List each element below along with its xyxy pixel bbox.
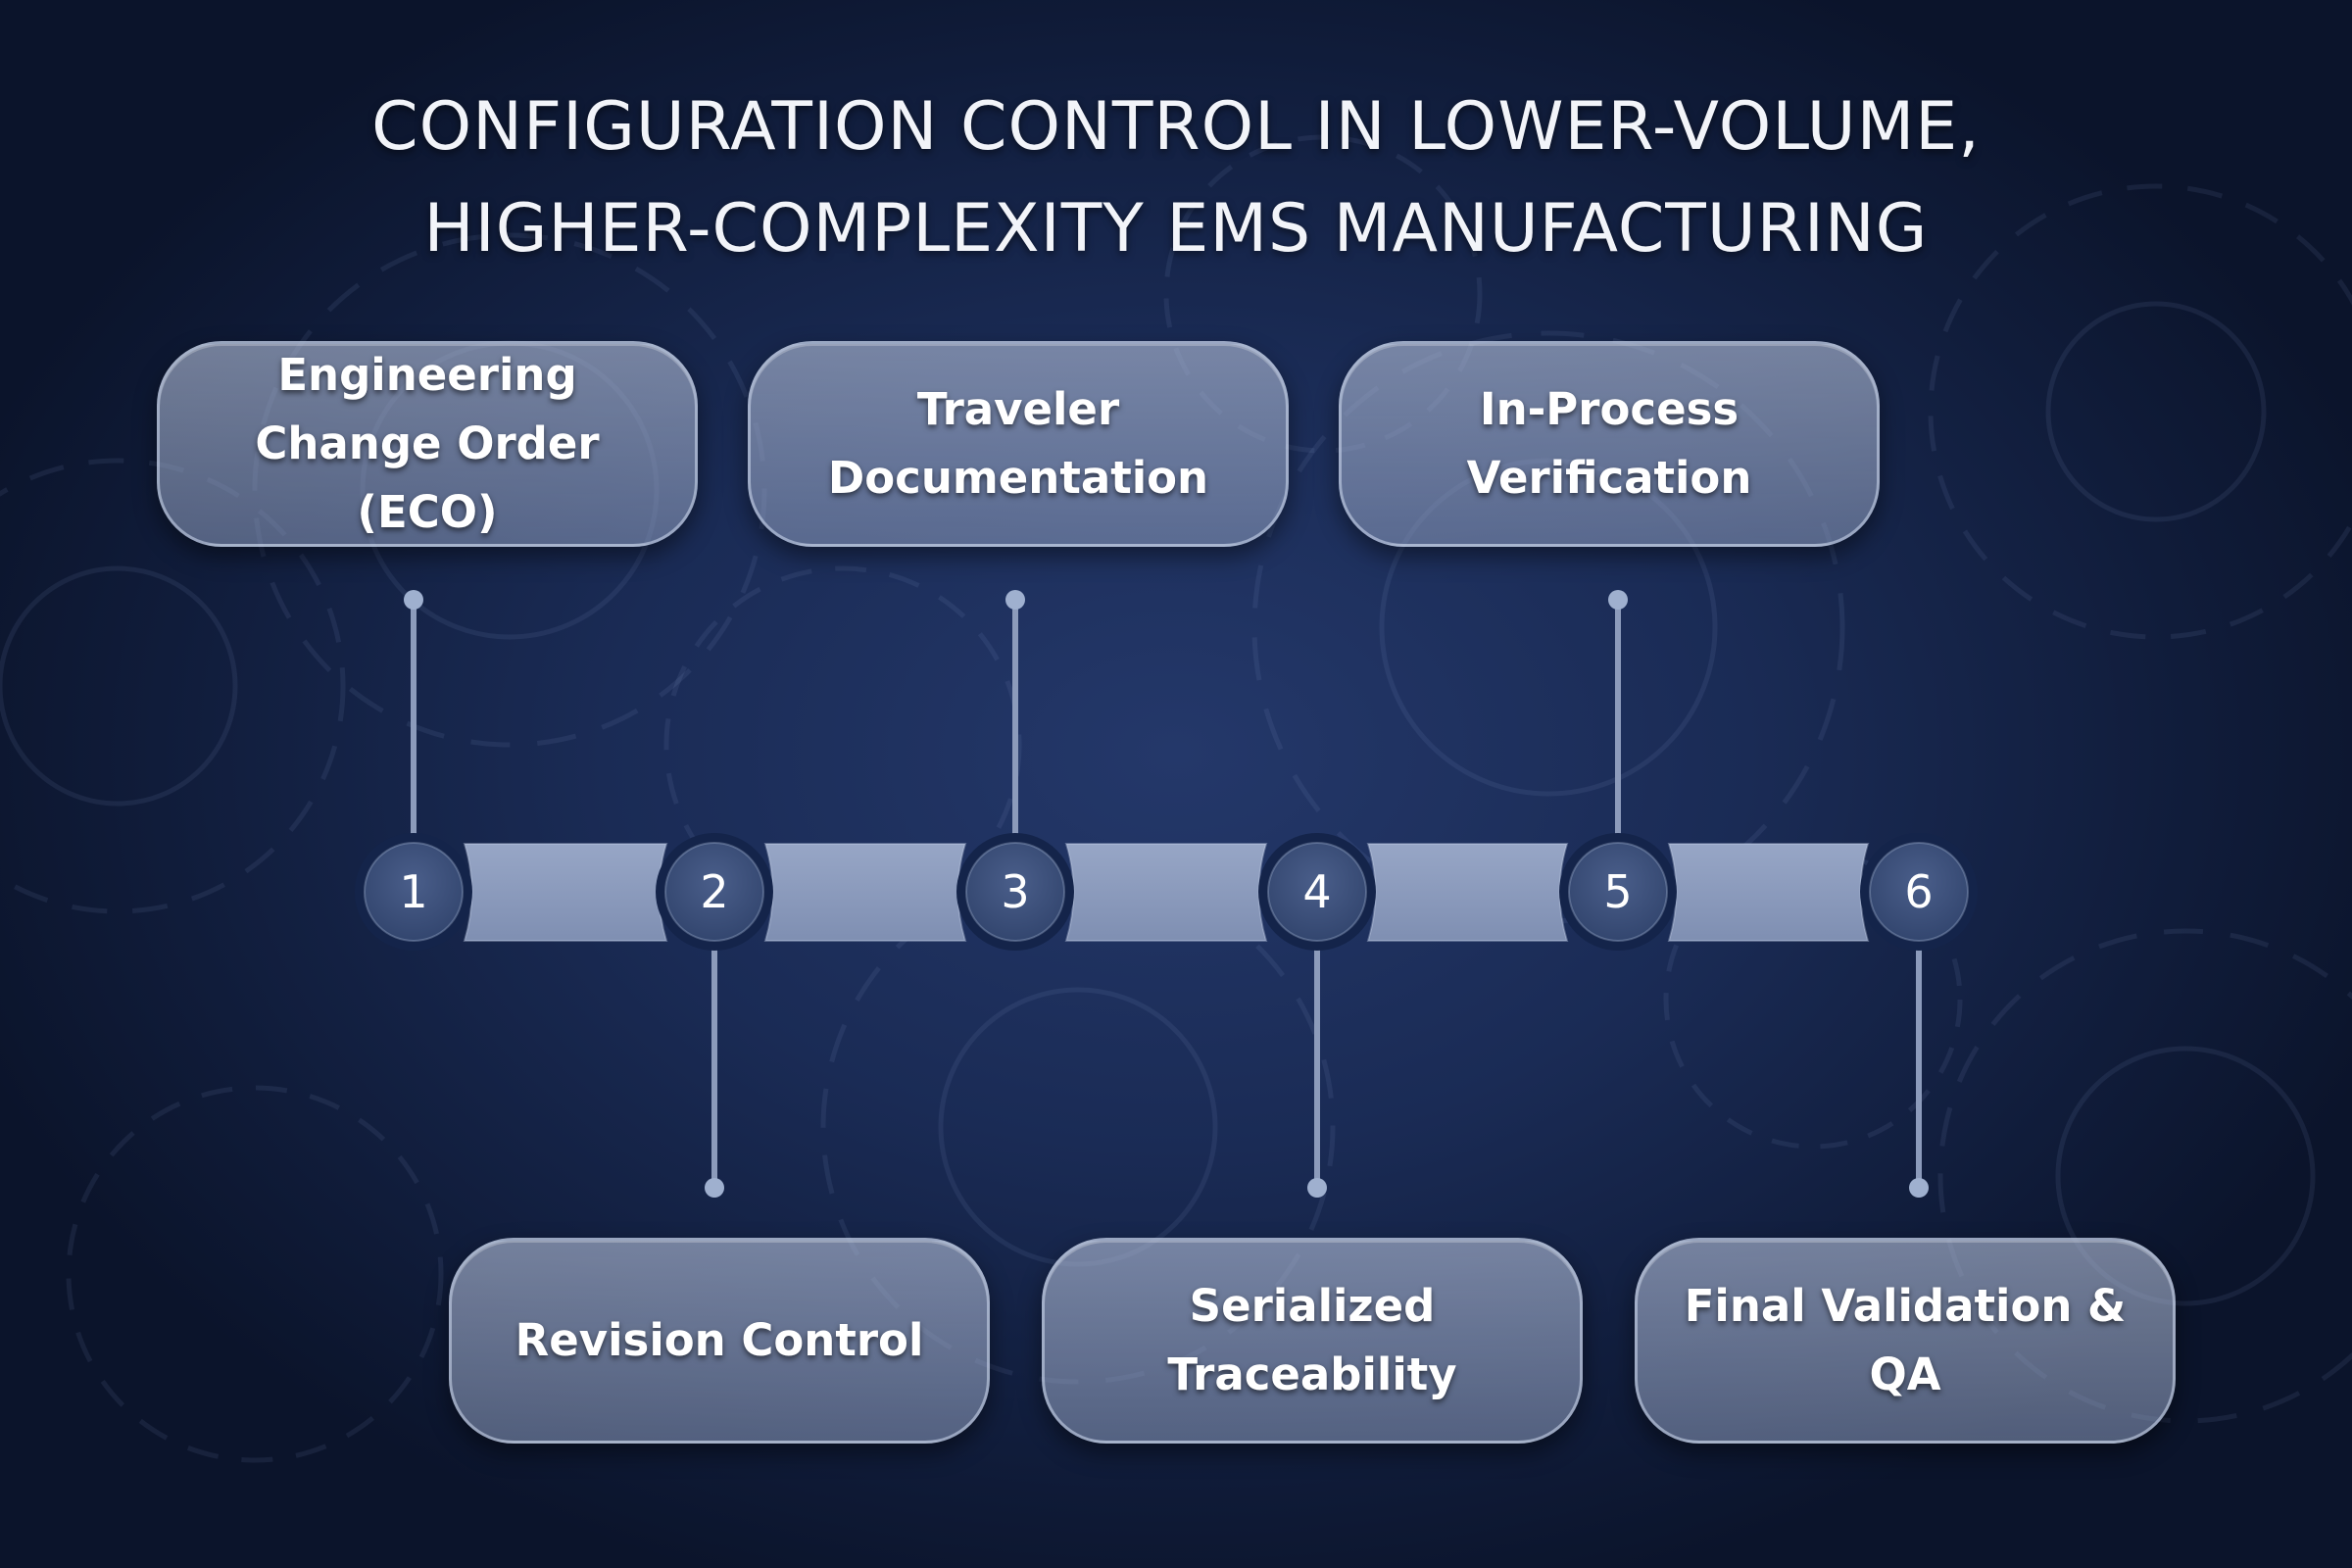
step-label-6: Final Validation & QA bbox=[1684, 1280, 2127, 1400]
step-box-revision-control: Revision Control bbox=[449, 1238, 990, 1444]
step-node-3: 3 bbox=[956, 833, 1074, 951]
connector-dot-4 bbox=[1307, 1178, 1327, 1198]
step-node-4: 4 bbox=[1258, 833, 1376, 951]
timeline-segment-5-6 bbox=[1667, 843, 1870, 942]
connector-dot-2 bbox=[705, 1178, 724, 1198]
connector-dot-6 bbox=[1909, 1178, 1929, 1198]
timeline-segment-2-3 bbox=[763, 843, 967, 942]
step-box-engineering-change-order: Engineering Change Order (ECO) bbox=[157, 341, 698, 547]
step-box-final-validation-qa: Final Validation & QA bbox=[1635, 1238, 2176, 1444]
step-number-6: 6 bbox=[1904, 865, 1933, 918]
step-node-2: 2 bbox=[656, 833, 773, 951]
connector-dot-3 bbox=[1005, 590, 1025, 610]
timeline-segment-1-2 bbox=[463, 843, 668, 942]
step-number-5: 5 bbox=[1603, 865, 1632, 918]
step-label-3: Traveler Documentation bbox=[827, 383, 1209, 504]
timeline-segment-3-4 bbox=[1064, 843, 1268, 942]
step-box-traveler-documentation: Traveler Documentation bbox=[748, 341, 1289, 547]
step-label-1: Engineering Change Order (ECO) bbox=[255, 349, 600, 538]
step-number-3: 3 bbox=[1001, 865, 1029, 918]
connector-dot-1 bbox=[404, 590, 423, 610]
connector-dot-5 bbox=[1608, 590, 1628, 610]
step-box-serialized-traceability: Serialized Traceability bbox=[1042, 1238, 1583, 1444]
step-label-2: Revision Control bbox=[514, 1314, 924, 1366]
title-line-2: HIGHER-COMPLEXITY EMS MANUFACTURING bbox=[423, 190, 1929, 268]
step-number-2: 2 bbox=[700, 865, 728, 918]
step-number-4: 4 bbox=[1302, 865, 1331, 918]
step-node-1: 1 bbox=[355, 833, 472, 951]
timeline-segment-4-5 bbox=[1366, 843, 1569, 942]
step-node-5: 5 bbox=[1559, 833, 1677, 951]
step-box-in-process-verification: In-Process Verification bbox=[1339, 341, 1880, 547]
step-label-4: Serialized Traceability bbox=[1167, 1280, 1457, 1400]
step-number-1: 1 bbox=[399, 865, 427, 918]
title-line-1: CONFIGURATION CONTROL IN LOWER-VOLUME, bbox=[371, 88, 1981, 166]
step-node-6: 6 bbox=[1860, 833, 1978, 951]
page-title: CONFIGURATION CONTROL IN LOWER-VOLUME, H… bbox=[0, 76, 2352, 280]
step-label-5: In-Process Verification bbox=[1466, 383, 1752, 504]
